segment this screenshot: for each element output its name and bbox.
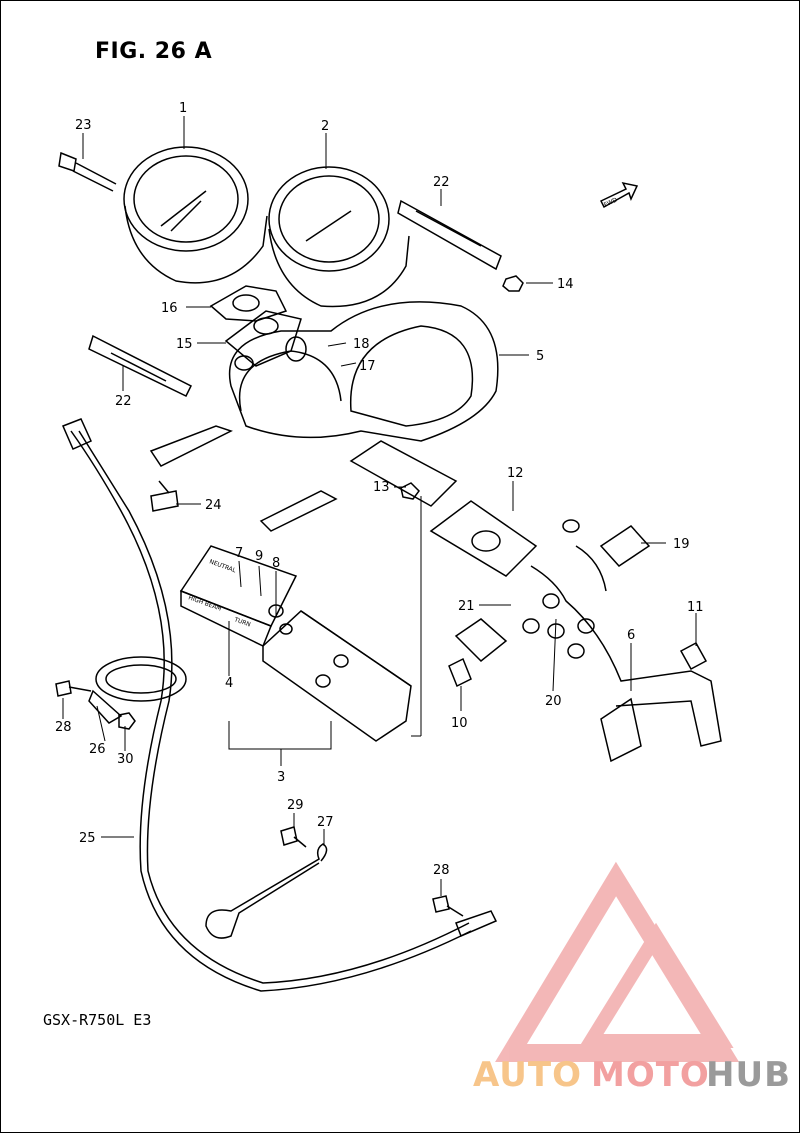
leader-lines (62, 116, 697, 896)
callout-11: 11 (687, 600, 704, 615)
callout-26: 26 (89, 742, 106, 757)
watermark-hub: HUB (706, 1055, 791, 1095)
callout-9: 9 (255, 549, 263, 564)
tachometer-gauge (268, 166, 410, 308)
cushion-22-right (397, 199, 502, 271)
callout-17: 17 (359, 359, 376, 374)
callout-21: 21 (458, 599, 475, 614)
callout-5: 5 (536, 349, 544, 364)
callout-24: 24 (205, 498, 222, 513)
callout-23: 23 (75, 118, 92, 133)
callout-30: 30 (117, 752, 134, 767)
callout-1: 1 (179, 101, 187, 116)
mounting-plate (209, 285, 307, 371)
callout-16: 16 (161, 301, 178, 316)
neutral-label: NEUTRAL (208, 558, 237, 574)
wire-clip (205, 843, 328, 939)
callout-18: 18 (353, 337, 370, 352)
gauge-cover (149, 301, 499, 532)
cable-clamp (88, 656, 187, 730)
callout-labels: 1 2 3 4 5 6 7 8 9 10 11 12 13 14 15 16 1… (55, 101, 704, 878)
fwd-arrow-icon (599, 181, 639, 209)
callout-14: 14 (557, 277, 574, 292)
bolt-29 (280, 826, 307, 848)
nut-14 (502, 275, 524, 292)
bulb-10 (448, 657, 472, 688)
callout-19: 19 (673, 537, 690, 552)
screw-23 (58, 151, 117, 192)
model-code: GSX-R750L E3 (43, 1011, 152, 1029)
callout-10: 10 (451, 716, 468, 731)
bulb-11 (679, 641, 708, 671)
callout-28b: 28 (433, 863, 450, 878)
callout-27: 27 (317, 815, 334, 830)
watermark-auto: AUTO (473, 1055, 582, 1095)
callout-6: 6 (627, 628, 635, 643)
bolt-28-right (432, 895, 464, 917)
callout-22b: 22 (115, 394, 132, 409)
callout-29: 29 (287, 798, 304, 813)
callout-7: 7 (235, 546, 243, 561)
callout-15: 15 (176, 337, 193, 352)
callout-2: 2 (321, 119, 329, 134)
callout-8: 8 (272, 556, 280, 571)
figure-title: FIG. 26 A (95, 39, 213, 64)
socket-housing (349, 440, 538, 577)
callout-3: 3 (277, 770, 285, 785)
cushion-22-left (88, 334, 193, 397)
watermark-logo (495, 861, 740, 1062)
callout-4: 4 (225, 676, 233, 691)
indicator-panel (179, 545, 412, 742)
wiring-harness (454, 519, 722, 763)
watermark-moto: MOTO (591, 1055, 710, 1095)
high-beam-label: HIGH BEAM (187, 594, 222, 612)
callout-20: 20 (545, 694, 562, 709)
speedometer-gauge (123, 146, 268, 284)
callout-28a: 28 (55, 720, 72, 735)
callout-12: 12 (507, 466, 524, 481)
speedometer-cable (62, 418, 498, 992)
bolt-28-left (55, 680, 92, 697)
callout-22a: 22 (433, 175, 450, 190)
bolt-24 (150, 480, 179, 512)
callout-13: 13 (373, 480, 390, 495)
callout-25: 25 (79, 831, 96, 846)
